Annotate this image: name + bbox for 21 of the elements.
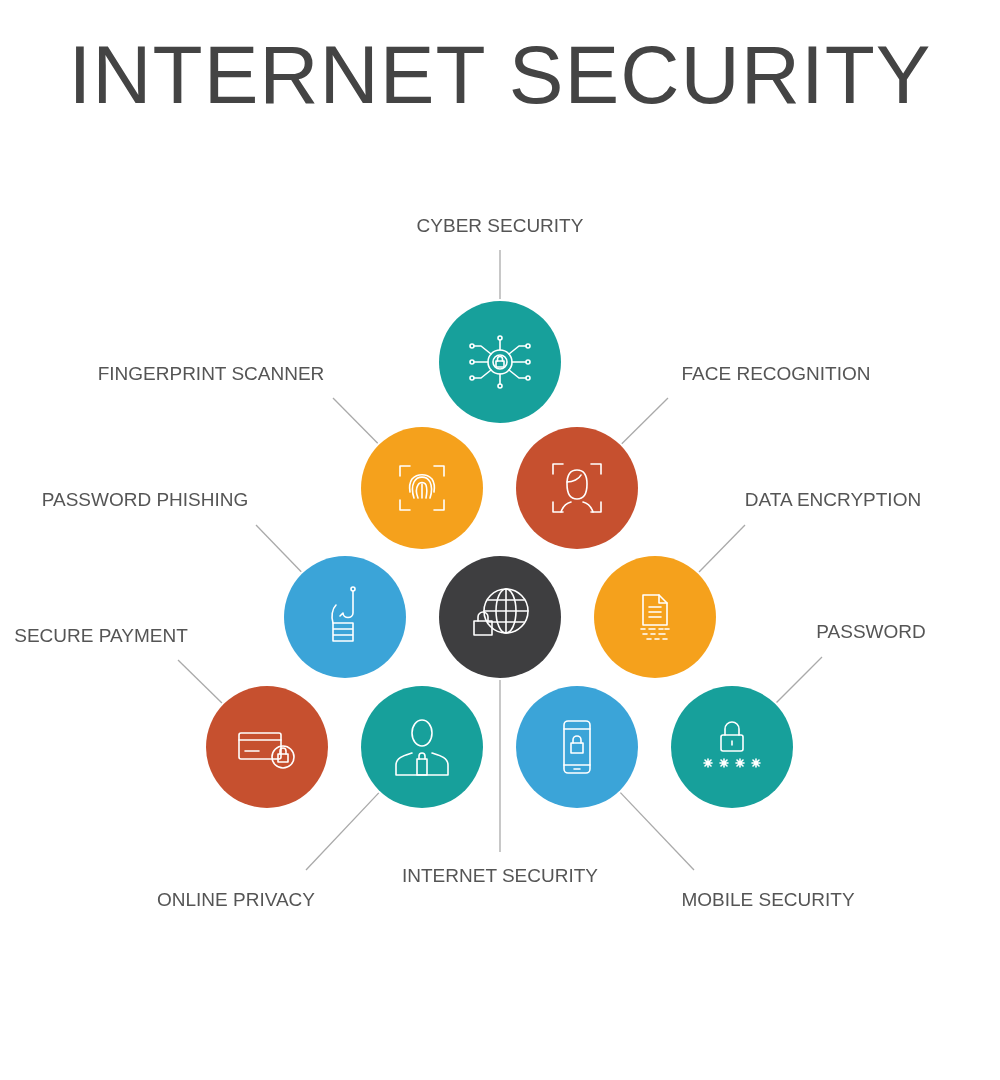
topic-label: CYBER SECURITY (416, 215, 584, 237)
topic-label: MOBILE SECURITY (681, 889, 855, 911)
title: INTERNET SECURITY (67, 28, 933, 122)
topic-label: DATA ENCRYPTION (744, 489, 922, 511)
topic-label: INTERNET SECURITY (402, 865, 598, 887)
topic-label: FINGERPRINT SCANNER (97, 363, 325, 385)
leader-line (499, 249, 501, 300)
topic-label: PASSWORD PHISHING (41, 489, 249, 511)
leader-line (775, 656, 823, 704)
leader-line (305, 792, 380, 871)
topic-label: PASSWORD (816, 621, 926, 643)
leader-line (332, 397, 379, 444)
leader-line (621, 397, 669, 445)
leader-line (177, 659, 223, 704)
leader-line (619, 792, 695, 871)
leader-line (255, 524, 302, 573)
topic-label: ONLINE PRIVACY (157, 889, 315, 911)
topic-label: FACE RECOGNITION (681, 363, 871, 385)
leader-line (698, 524, 746, 573)
leader-line (499, 679, 501, 853)
topic-label: SECURE PAYMENT (14, 625, 188, 647)
